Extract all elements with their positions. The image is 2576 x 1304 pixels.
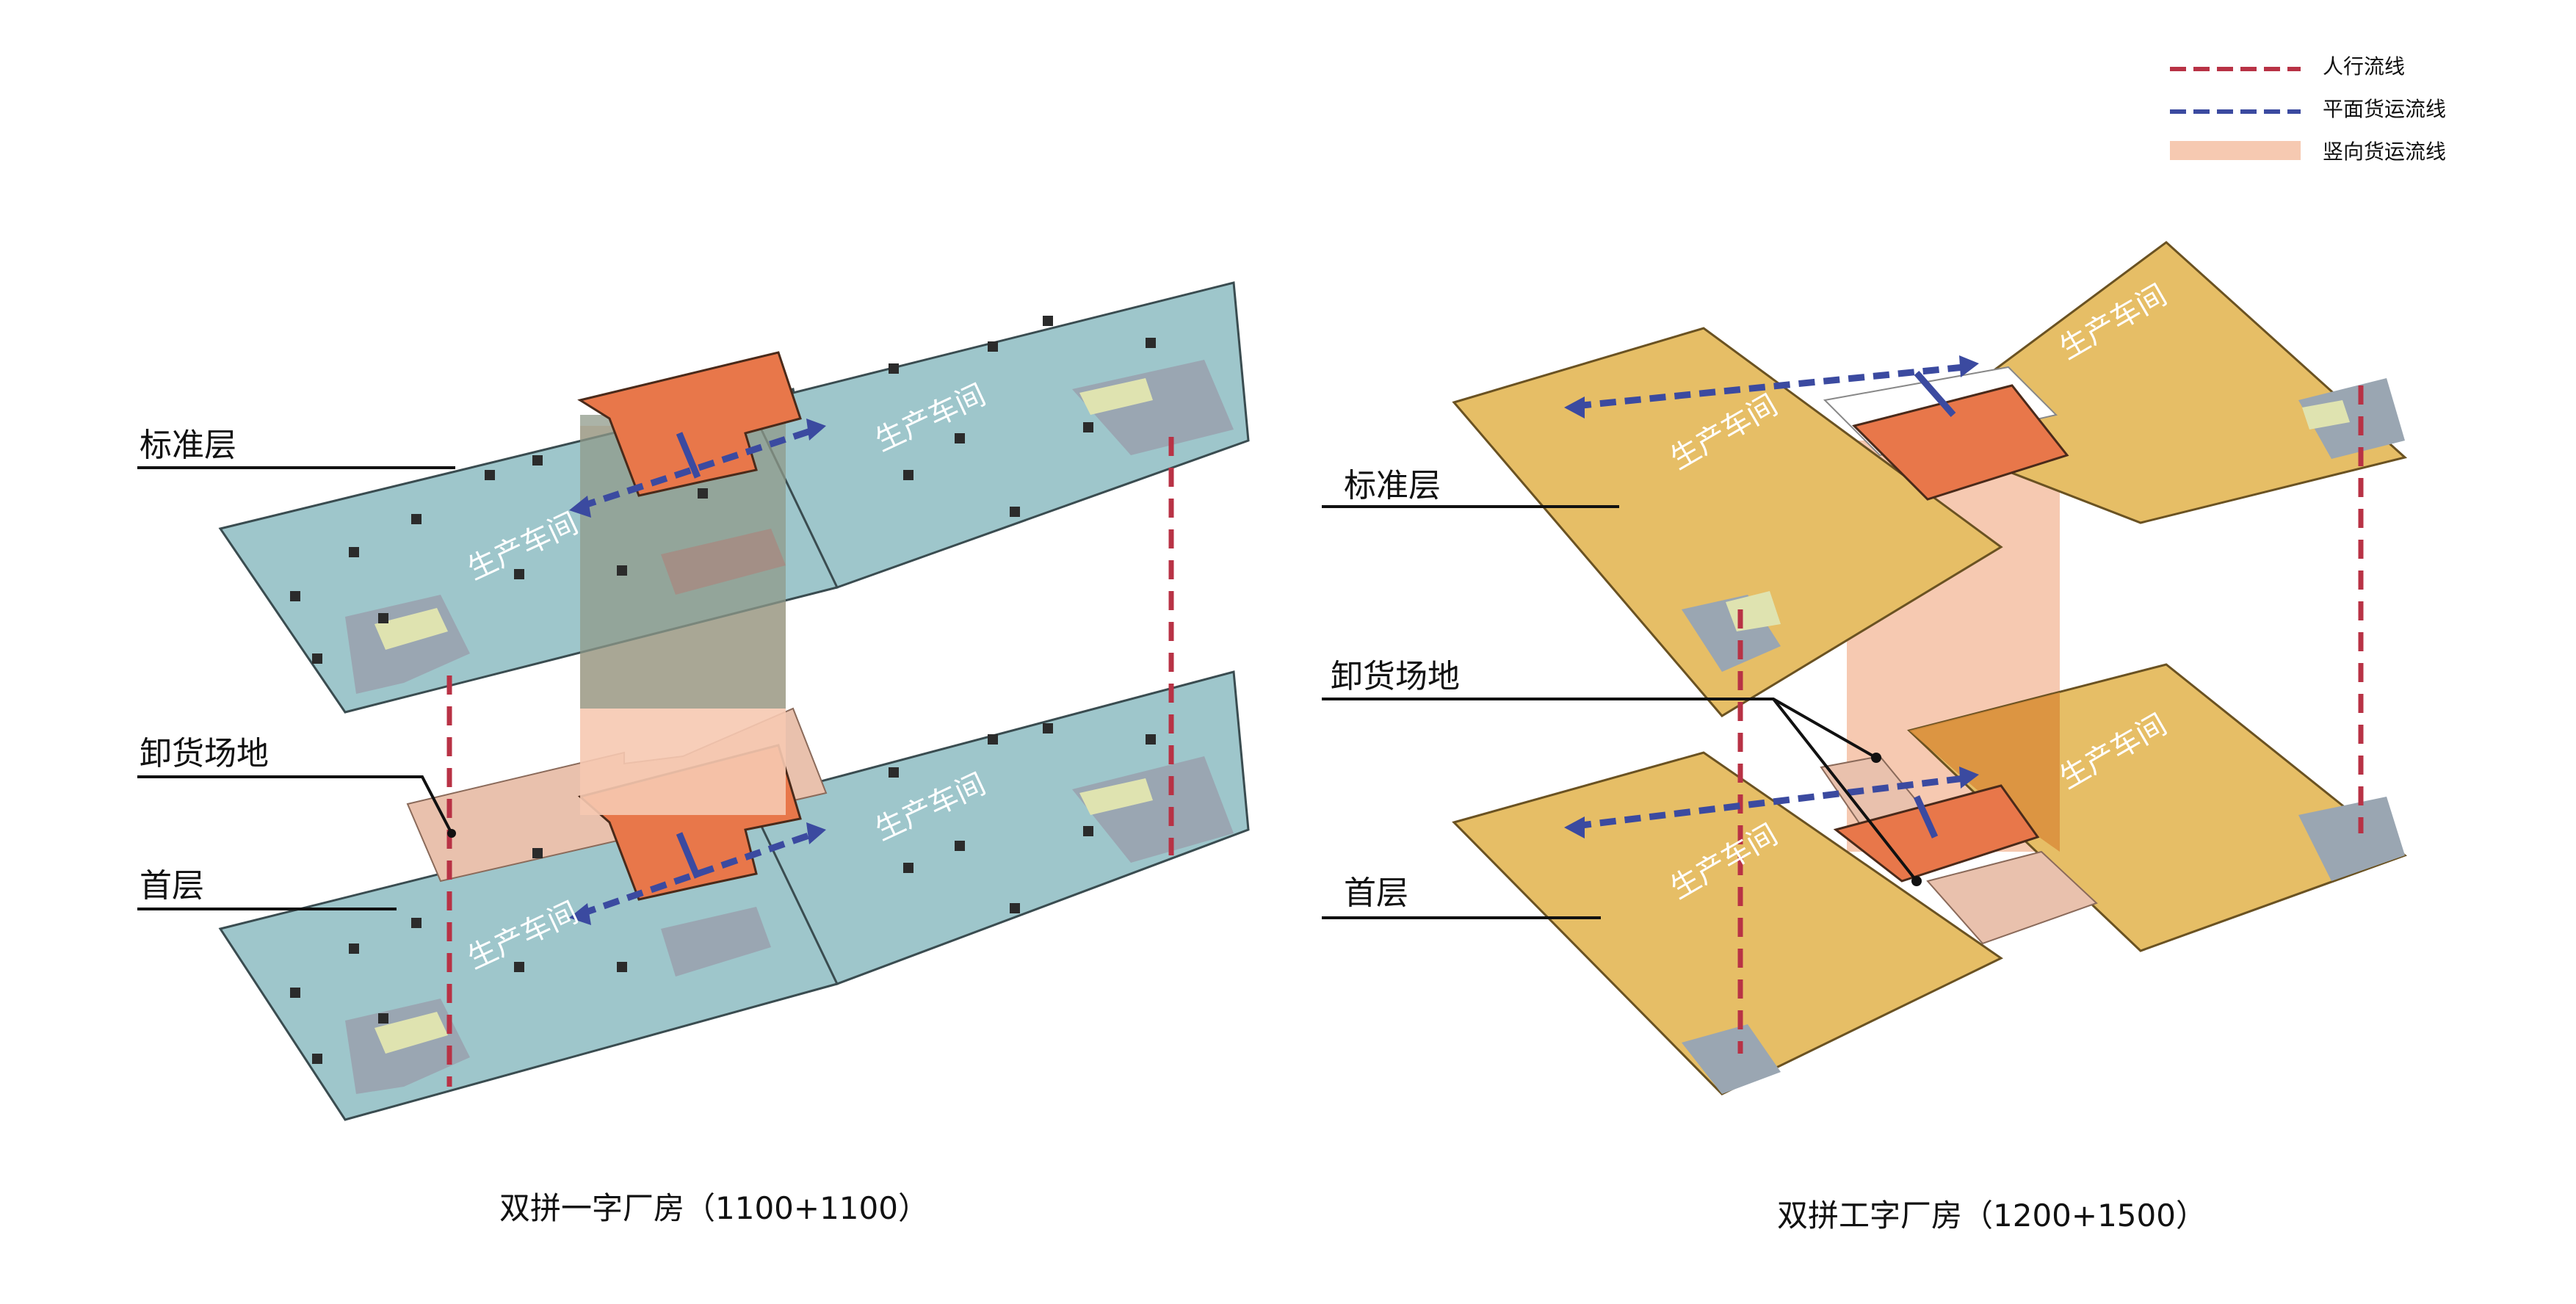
right-unloading-dock-south [1926,850,2098,945]
vertical-freight-swatch-icon [2170,141,2301,160]
left-columns [290,316,1156,1064]
right-freight-flow-standard [1564,355,1979,419]
left-unloading-leader [137,775,453,834]
right-standard-service-core-east [2298,378,2405,459]
right-unloading-leader [1322,698,1877,759]
right-diagram-caption: 双拼工字厂房（1200+1500） [1777,1198,2207,1234]
right-ground-floor-label: 首层 [1344,874,1408,912]
legend-item-pedestrian: 人行流线 [2170,44,2446,87]
left-standard-core [577,351,802,497]
right-ground-service-core-west [1682,1024,1781,1094]
right-standard-floor [1452,241,2408,717]
right-freight-flow-ground [1564,767,1979,838]
right-unloading-area-label: 卸货场地 [1331,658,1460,695]
left-standard-floor [218,281,1250,714]
pedestrian-flow-swatch-icon [2170,66,2301,71]
right-ground-slab-west [1452,751,2003,1095]
legend: 人行流线 平面货运流线 竖向货运流线 [2170,44,2446,172]
right-ground-floor [1452,663,2408,1095]
legend-item-vertical-freight: 竖向货运流线 [2170,129,2446,172]
right-unloading-leader-dot-1 [1871,753,1881,763]
right-standard-floor-label: 标准层 [1344,467,1441,504]
right-diagram: 生产车间 生产车间 生产车间 生产车间 [1322,241,2408,1095]
right-standard-restroom-east [2302,400,2350,430]
right-standard-slab-west [1452,327,2003,717]
left-ground-slab-east [747,670,1250,985]
left-standard-restroom-ne [1079,378,1153,415]
horizontal-freight-swatch-icon [2170,109,2301,114]
left-freight-flow-ground [569,822,826,925]
left-freight-flow-standard [569,419,826,518]
left-standard-stair-mid [661,529,786,595]
left-standard-floor-label: 标准层 [140,427,236,464]
legend-item-horizontal-freight: 平面货运流线 [2170,87,2446,129]
right-unloading-leader-dot-2 [1911,876,1922,886]
left-diagram: 生产车间 生产车间 生产车间 生产车间 [137,281,1250,1121]
right-ground-service-core-east [2298,797,2405,881]
right-standard-core [1852,384,2069,501]
left-ground-restroom-sw [375,1012,448,1054]
left-unloading-leader-dot [447,829,456,838]
right-ground-shaft-overlay [1909,692,2060,852]
left-standard-restroom-sw [375,608,448,650]
left-ground-stair-mid [661,907,771,977]
left-ground-restroom-ne [1079,778,1153,815]
legend-label: 人行流线 [2323,54,2406,79]
left-ground-floor-label: 首层 [140,867,204,905]
legend-label: 竖向货运流线 [2323,140,2447,164]
left-standard-service-core-ne [1072,360,1234,455]
left-unloading-area-label: 卸货场地 [140,735,269,772]
left-ground-service-core-ne [1072,756,1234,863]
left-diagram-caption: 双拼一字厂房（1100+1100） [499,1190,929,1226]
left-standard-slab-east [747,281,1250,589]
right-unloading-leader-2 [1772,698,1918,883]
legend-label: 平面货运流线 [2323,97,2447,121]
